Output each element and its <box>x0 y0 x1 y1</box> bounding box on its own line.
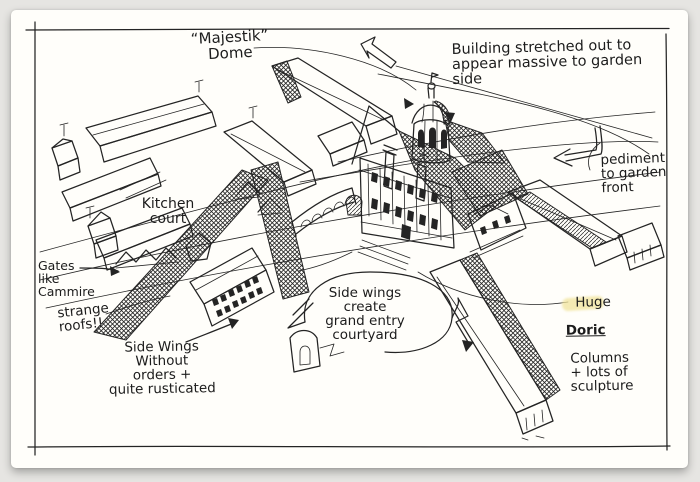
annotation-building-stretched: Building stretched out to appear massive… <box>451 37 643 89</box>
annotation-doric: Doric <box>565 322 606 339</box>
hollow-arrow-down-left-icon <box>287 298 314 329</box>
garden-front-wing <box>451 149 665 271</box>
annotation-kitchen-court: Kitchen court <box>141 196 195 227</box>
courtyard-loop <box>303 271 453 354</box>
annotation-huge: Huge <box>575 294 611 311</box>
annotation-arrows <box>79 36 603 354</box>
arrow-right-icon <box>110 266 120 276</box>
arrow-down-icon <box>462 340 474 352</box>
annotation-side-wings-courtyard: Side wings create grand entry courtyard <box>325 285 405 344</box>
hollow-arrow-up-left-icon <box>360 36 397 69</box>
north-wing <box>271 57 398 167</box>
annotation-gates: Gates like Cammire <box>38 258 95 299</box>
sweep-lines <box>39 47 661 309</box>
gate-pavilion <box>289 329 345 373</box>
dome <box>404 72 455 164</box>
frame-border <box>25 21 671 456</box>
south-wing <box>429 252 561 441</box>
kitchen-court-buildings <box>51 79 317 341</box>
annotation-majestic-dome: “Majestik” Dome <box>190 25 269 63</box>
annotation-side-wings-rusticated: Side Wings Without orders + quite rustic… <box>108 338 216 399</box>
doric-leader <box>417 271 569 305</box>
annotation-pediment: pediment to garden front <box>600 149 667 197</box>
annotation-columns-sculpture: Columns + lots of sculpture <box>570 349 634 395</box>
arcade <box>291 187 357 237</box>
hollow-arrow-bent-icon <box>553 125 603 167</box>
rusticated-wing <box>189 247 275 327</box>
annotation-huge-doric: Huge Doric Columns + lots of sculpture <box>565 280 657 408</box>
strange-roofs-leader <box>105 295 171 315</box>
arrow-up-right-icon <box>228 318 239 329</box>
